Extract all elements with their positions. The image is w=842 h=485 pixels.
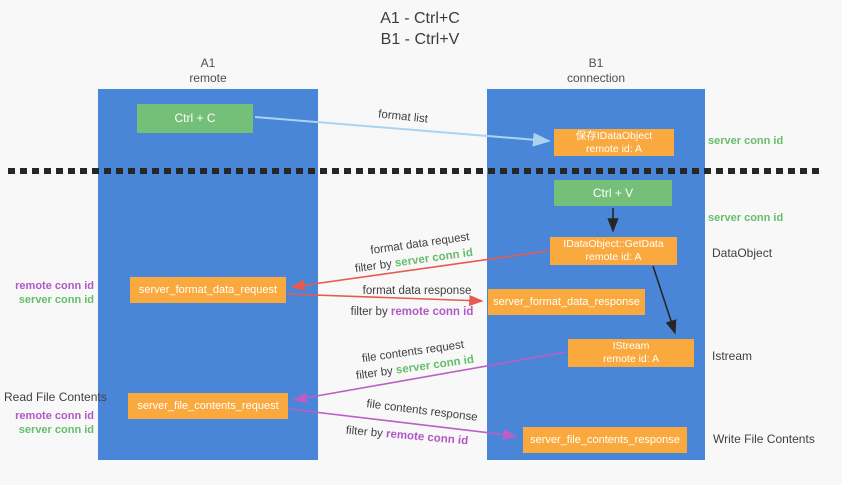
dataobject-label: DataObject <box>712 246 773 260</box>
ctrl-c-node: Ctrl + C <box>137 104 253 133</box>
remote-conn-id-label-left-2: remote conn id <box>15 410 94 422</box>
server-format-data-response-label: server_format_data_response <box>493 295 640 308</box>
right-column-header: B1 connection <box>487 56 705 86</box>
filter-by-text: filter by <box>350 306 388 318</box>
istream-line2: remote id: A <box>602 353 660 365</box>
format-list-flow-label: format list <box>377 108 429 126</box>
server-file-contents-response-label: server_file_contents_response <box>530 433 680 446</box>
right-column-role: connection <box>566 71 626 85</box>
ctrl-v-node: Ctrl + V <box>554 180 672 206</box>
filter-by-text: filter by <box>354 258 393 276</box>
left-column-name: A1 <box>200 56 216 70</box>
getdata-line2: remote id: A <box>585 251 642 263</box>
filter-by-remote-conn-id-label-1: filter by remote conn id <box>351 306 474 318</box>
read-file-contents-label: Read File Contents <box>4 390 107 404</box>
save-idataobject-line2: remote id: A <box>585 142 643 155</box>
server-conn-id-label-left-2: server conn id <box>18 424 94 436</box>
getdata-line1: IDataObject::GetData <box>563 238 664 250</box>
server-conn-id-label-right-2: server conn id <box>708 212 784 224</box>
server-format-data-response-node: server_format_data_response <box>488 289 645 315</box>
format-data-response-flow-label: format data response <box>362 285 472 297</box>
left-column-role: remote <box>189 71 227 85</box>
remote-conn-id-highlight: remote conn id <box>385 428 469 448</box>
server-conn-id-label-left-1: server conn id <box>18 294 94 306</box>
istream-side-label: Istream <box>712 349 753 363</box>
filter-by-text: filter by <box>345 424 384 440</box>
server-format-data-request-node: server_format_data_request <box>130 277 286 303</box>
phase-divider-dotted-line <box>8 168 824 174</box>
server-file-contents-request-label: server_file_contents_request <box>137 399 279 412</box>
filter-by-remote-conn-id-label-2: filter by remote conn id <box>345 425 468 448</box>
right-column-name: B1 <box>588 56 604 70</box>
title-line-2: B1 - Ctrl+V <box>380 31 460 48</box>
remote-conn-id-label-left-1: remote conn id <box>15 280 94 292</box>
server-conn-id-label-right-1: server conn id <box>708 135 784 147</box>
save-idataobject-node: 保存IDataObject remote id: A <box>554 129 674 156</box>
ctrl-c-label: Ctrl + C <box>174 111 216 125</box>
title-line-1: A1 - Ctrl+C <box>380 10 460 27</box>
remote-conn-id-highlight: remote conn id <box>390 306 474 318</box>
diagram-title: A1 - Ctrl+C B1 - Ctrl+V <box>320 8 520 50</box>
filter-by-text: filter by <box>355 365 394 383</box>
save-idataobject-line1: 保存IDataObject <box>575 129 653 142</box>
server-format-data-request-label: server_format_data_request <box>138 283 278 296</box>
write-file-contents-label: Write File Contents <box>713 432 815 446</box>
getdata-node: IDataObject::GetData remote id: A <box>550 237 677 265</box>
istream-line1: IStream <box>612 340 650 352</box>
ctrl-v-label: Ctrl + V <box>592 185 634 200</box>
left-column-header: A1 remote <box>98 56 318 86</box>
istream-node: IStream remote id: A <box>568 339 694 367</box>
server-file-contents-response-node: server_file_contents_response <box>523 427 687 453</box>
server-file-contents-request-node: server_file_contents_request <box>128 393 288 419</box>
file-contents-response-flow-label: file contents response <box>365 398 479 424</box>
